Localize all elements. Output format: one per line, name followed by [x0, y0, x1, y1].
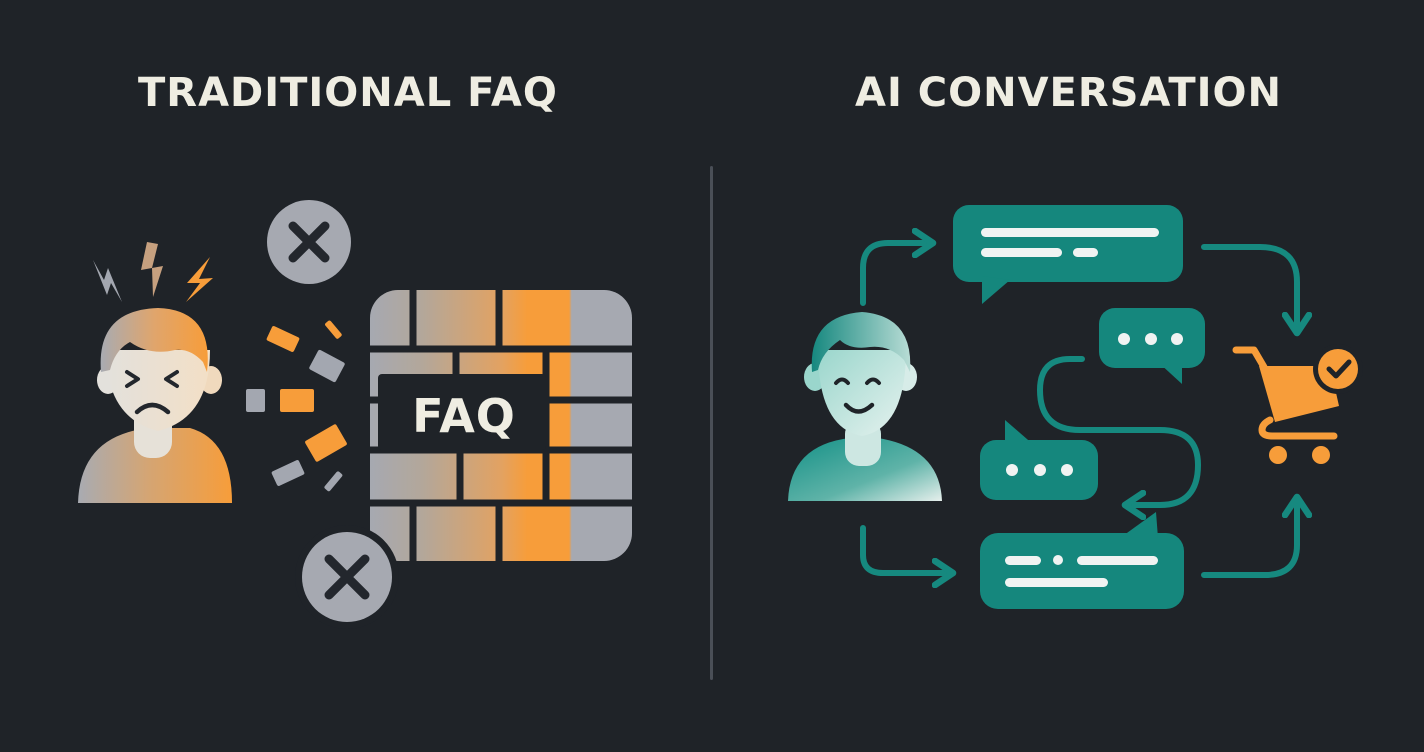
debris-fragments: [246, 320, 347, 492]
traditional-faq-title: TRADITIONAL FAQ: [138, 70, 558, 116]
x-circle-icon-bottom: [295, 525, 399, 629]
faq-block-label: FAQ: [412, 389, 516, 443]
frustrated-person-icon: [78, 308, 232, 503]
happy-person-icon: [788, 312, 942, 501]
lightning-bolt-icons: [93, 242, 213, 302]
x-circle-icon-top: [267, 200, 351, 284]
ai-conversation-title: AI CONVERSATION: [855, 70, 1282, 116]
chat-bubble-typing-lower: [980, 420, 1098, 500]
center-divider: [710, 166, 713, 680]
chat-bubble-text-bottom: [980, 512, 1184, 609]
chat-bubble-typing-upper: [1099, 308, 1205, 384]
shopping-cart-check-icon: [1232, 344, 1363, 464]
faq-block-wall: [366, 286, 636, 565]
flow-arrows: [860, 243, 1297, 575]
chat-bubble-text-top: [953, 205, 1183, 304]
